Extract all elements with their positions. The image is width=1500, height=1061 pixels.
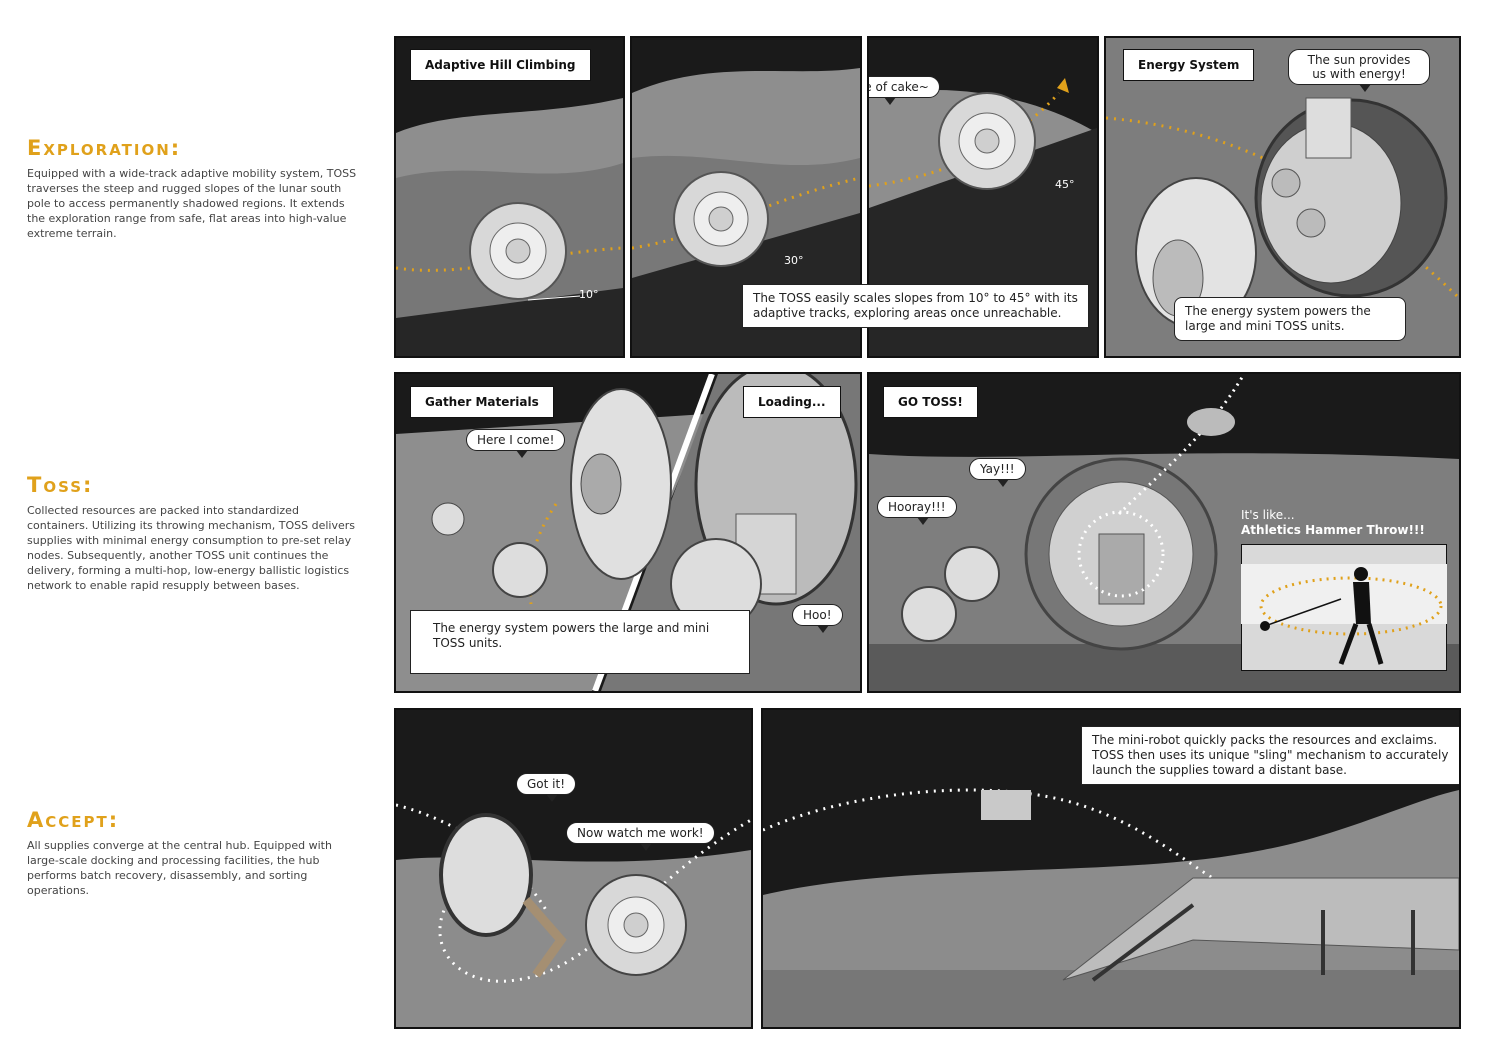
go-toss-label: GO TOSS! [883, 386, 978, 418]
got-it-illustration [396, 710, 751, 1027]
slopes-caption: The TOSS easily scales slopes from 10° t… [742, 284, 1089, 328]
panel-launch-base: The mini-robot quickly packs the resourc… [761, 708, 1461, 1029]
angle-45-label: 45° [1055, 178, 1075, 191]
accept-title: Accept: [27, 808, 120, 832]
exploration-title: Exploration: [27, 136, 182, 160]
panel-go-toss: GO TOSS! Yay!!! Hooray!!! It's like... A… [867, 372, 1461, 693]
panel-energy-system: Energy System The sun provides us with e… [1104, 36, 1461, 358]
loading-label: Loading... [743, 386, 841, 418]
energy-system-label: Energy System [1123, 49, 1255, 81]
launch-caption: The mini-robot quickly packs the resourc… [1081, 726, 1459, 785]
hammer-line-1: It's like... [1241, 508, 1295, 522]
exploration-text: Equipped with a wide-track adaptive mobi… [27, 167, 357, 240]
cake-speech-bubble: Piece of cake~ [869, 76, 940, 105]
panel-hill-10: Adaptive Hill Climbing 10° [394, 36, 625, 358]
hammer-line-2: Athletics Hammer Throw!!! [1241, 523, 1425, 537]
panel-gather-loading: Gather Materials Here I come! Loading...… [394, 372, 862, 693]
energy-caption: The energy system powers the large and m… [1174, 297, 1406, 341]
angle-30-label: 30° [784, 254, 804, 267]
launch-base-illustration [763, 710, 1459, 1027]
hammer-throw-inset [1241, 544, 1447, 671]
hill-10-illustration [396, 38, 623, 356]
hammer-throw-caption: It's like... Athletics Hammer Throw!!! [1241, 508, 1425, 538]
accept-section: Accept: All supplies converge at the cen… [27, 808, 362, 898]
here-speech-bubble: Here I come! [466, 429, 566, 458]
gather-caption: The energy system powers the large and m… [410, 610, 750, 674]
watch-me-speech-bubble: Now watch me work! [566, 822, 715, 851]
toss-title: Toss: [27, 473, 94, 497]
yay-speech-bubble: Yay!!! [969, 458, 1026, 487]
accept-text: All supplies converge at the central hub… [27, 839, 332, 897]
sun-speech-bubble: The sun provides us with energy! [1288, 49, 1430, 92]
gather-materials-label: Gather Materials [410, 386, 554, 418]
exploration-section: Exploration: Equipped with a wide-track … [27, 136, 362, 241]
toss-text: Collected resources are packed into stan… [27, 504, 355, 592]
panel-got-it: Got it! Now watch me work! [394, 708, 753, 1029]
go-toss-illustration [869, 374, 1459, 691]
hoo-speech-bubble: Hoo! [792, 604, 843, 633]
got-it-speech-bubble: Got it! [516, 773, 577, 802]
toss-section: Toss: Collected resources are packed int… [27, 473, 362, 593]
hooray-speech-bubble: Hooray!!! [877, 496, 957, 525]
hill-climbing-label: Adaptive Hill Climbing [410, 49, 591, 81]
angle-10-label: 10° [579, 288, 599, 301]
